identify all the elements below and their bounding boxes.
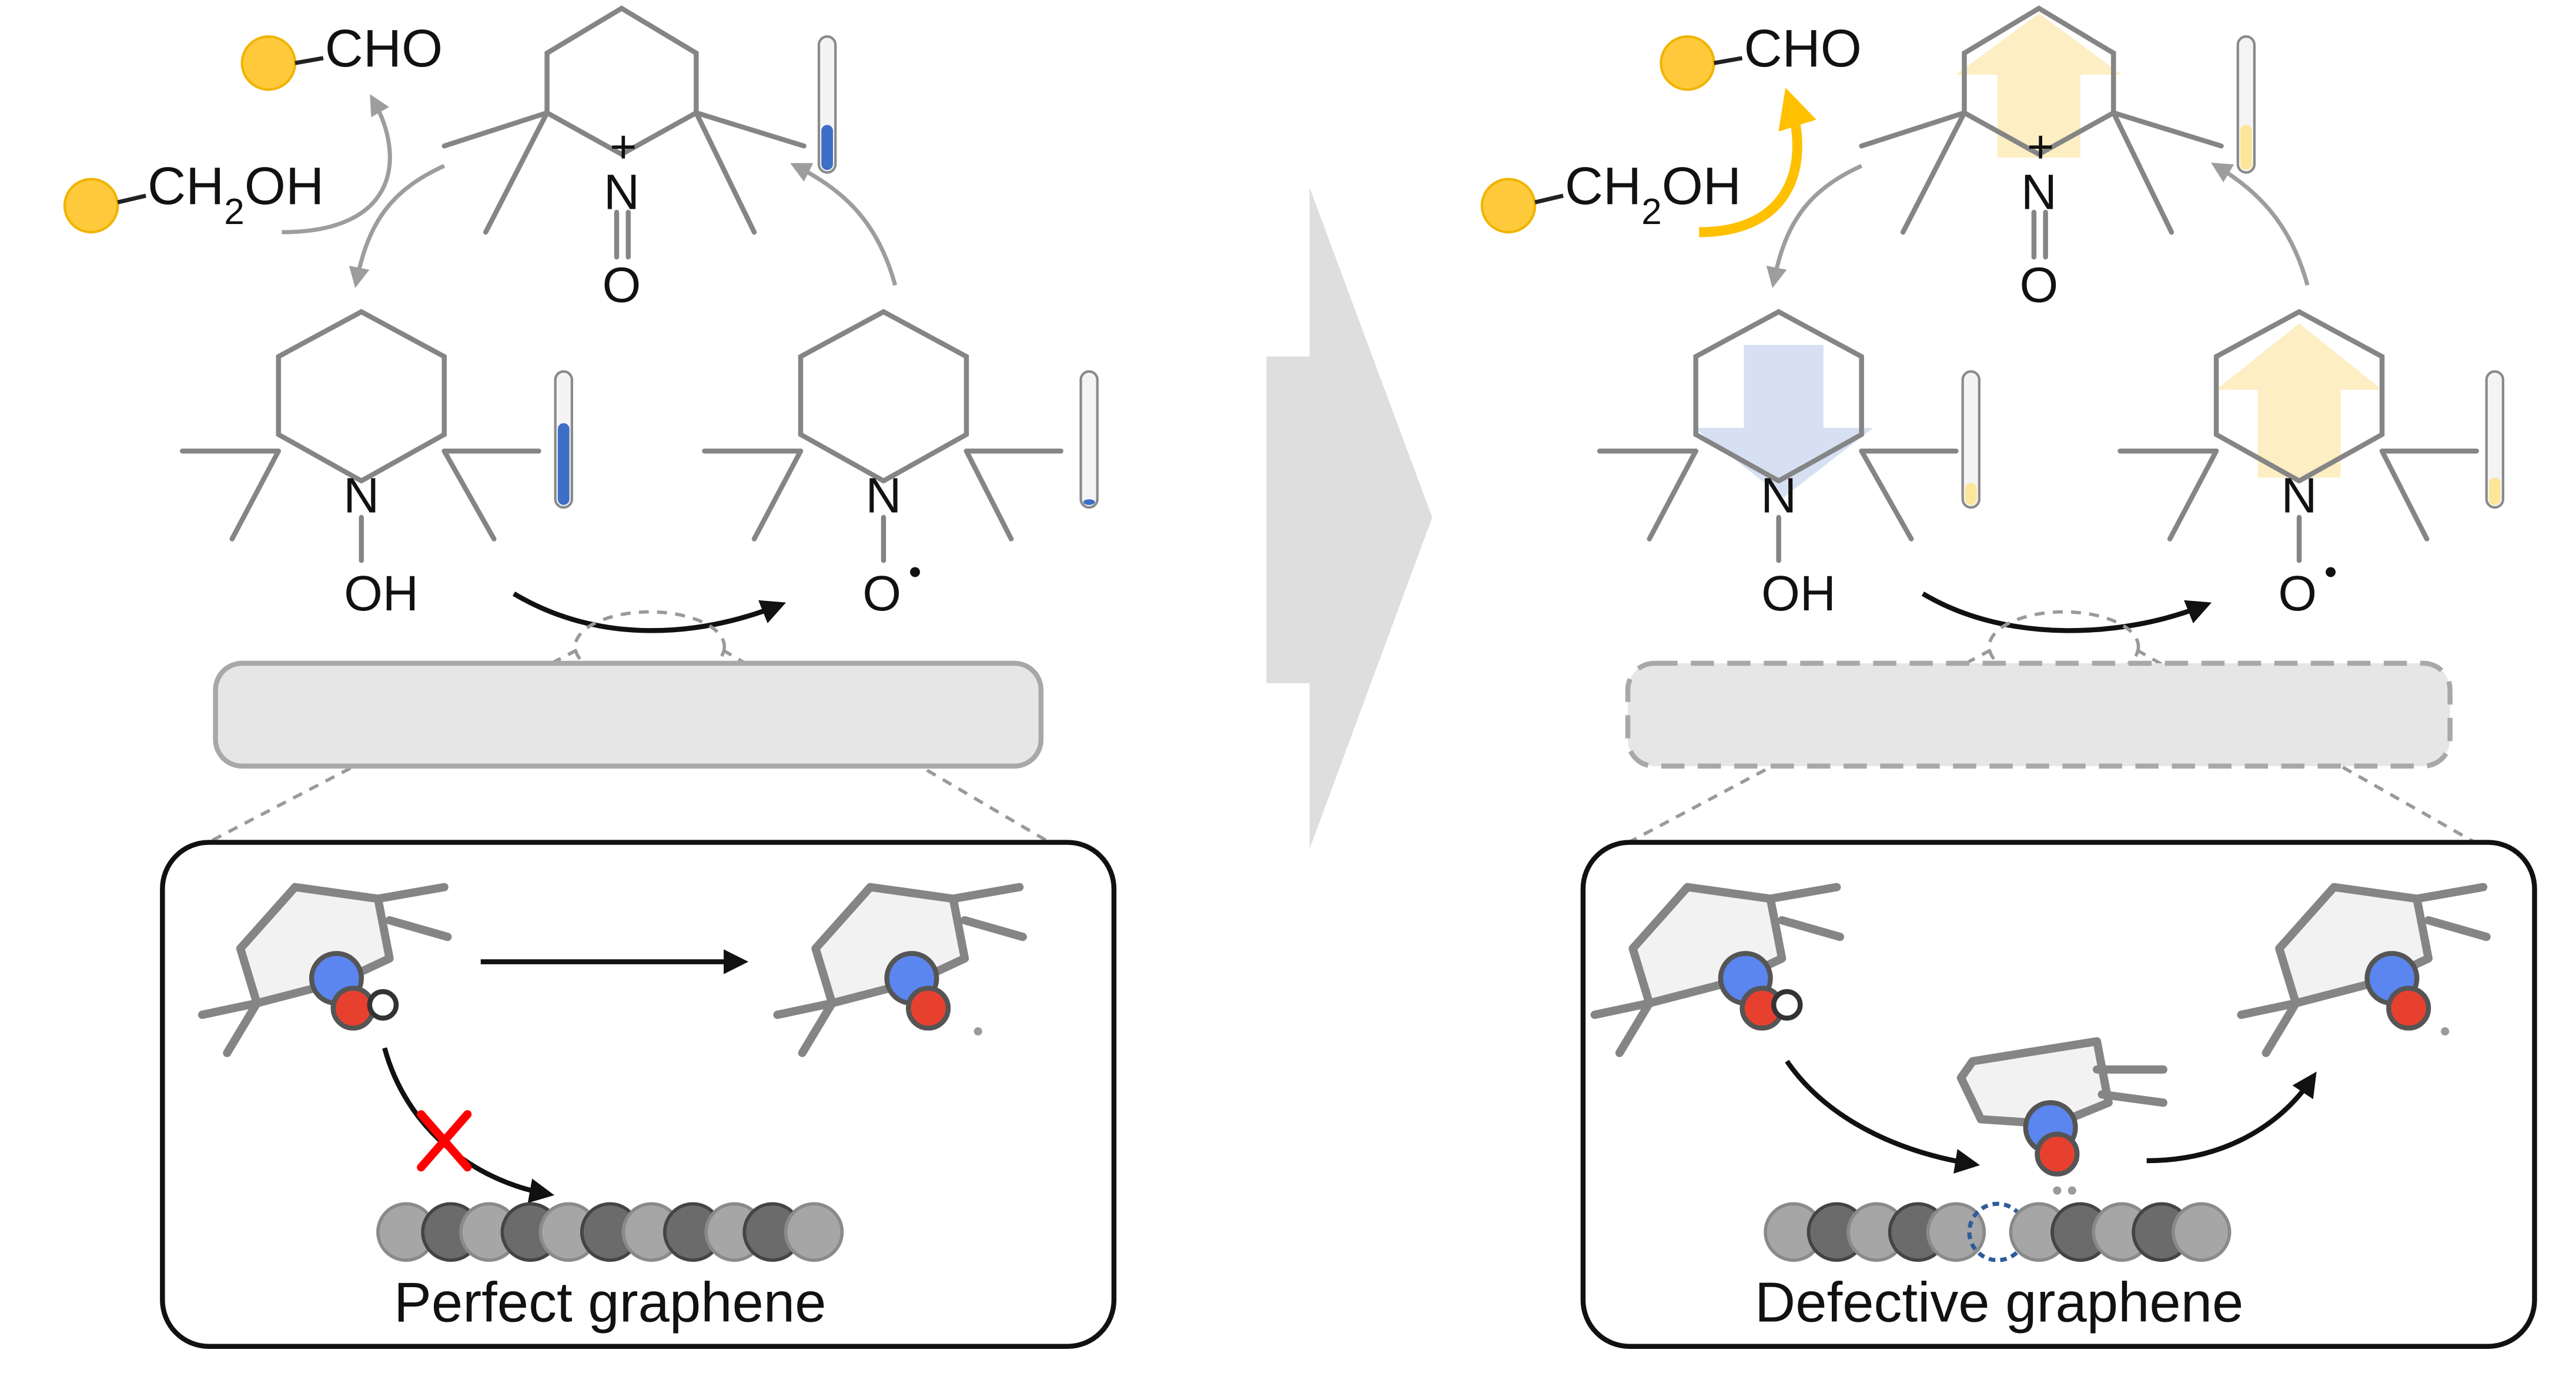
alcohol-label: CH2OH [1565,156,1741,232]
level-tube-fill [821,125,833,171]
transition-arrow [1266,187,1433,849]
level-tube-nitroxyl [1079,370,1099,509]
substrate-dot-aldehyde [240,35,297,91]
hydrogen-atom [1771,989,1803,1021]
radical-dot [910,567,920,577]
level-tube-fill [2488,477,2501,505]
catalytic-step-arrow [512,591,787,633]
adsorbed-nitroxyl-model [1956,1037,2167,1195]
level-tube-outline [1961,370,1980,509]
n-atom-label: N [343,467,379,523]
level-tube-fill [1083,499,1095,505]
positive-charge: + [610,121,637,172]
right-panel: CHO CH2OH N + O N OH [1480,5,2537,1349]
substrate-dot-aldehyde [1660,35,1715,91]
n-atom-label: N [2281,467,2317,523]
radical-dot [2326,567,2336,577]
oxoammonium-structure [1859,5,2224,260]
reoxidation-arrow [790,163,898,286]
oxygen-atom [2386,986,2431,1031]
blocked-cross-icon [417,1110,472,1172]
alcohol-label: CH2OH [148,156,324,232]
oh-group-label: OH [344,565,419,621]
aldehyde-label: CHO [1744,19,1861,78]
o-atom-label: O [2019,256,2058,312]
level-tube-outline [1079,370,1099,509]
oxygen-atom [2035,1131,2080,1177]
level-tube-hydroxylamine [554,370,573,509]
left-panel: CHO CH2OH N + O N OH [63,5,1117,1349]
graphene-support-bar-defective [1625,660,2453,769]
defective-graphene-label: Defective graphene [1755,1271,2243,1334]
reduction-arrow [349,163,446,288]
level-tube-oxoammonium [817,35,837,174]
nitroxyl-structure [2117,309,2480,563]
adsorption-arrow [1785,1060,1980,1174]
o-atom-label: O [862,565,901,621]
substrate-dot-alcohol [63,178,119,233]
n-atom-label: N [1761,467,1796,523]
substrate-dot-alcohol [1480,178,1537,233]
radical-dot [973,1027,982,1036]
hydroxylamine-structure [1597,309,1959,563]
zoom-region [573,610,727,683]
nitroxyl-structure [702,309,1063,563]
level-tube-fill [557,423,570,505]
radical-dot [2441,1027,2450,1036]
positive-charge: + [2027,121,2054,172]
nitroxyl-increase-arrow [2216,323,2383,478]
catalytic-step-arrow [1921,591,2212,633]
perfect-graphene-label: Perfect graphene [394,1271,826,1334]
oxoammonium-structure [441,5,807,260]
level-tube-oxoammonium [2236,35,2256,174]
perfect-graphene-layer [376,1202,844,1262]
level-tube-nitroxyl [2485,370,2505,509]
level-tube-fill [2240,125,2252,171]
level-tube-outline [2485,370,2505,509]
defective-graphene-layer [1764,1201,2232,1262]
hydroxylamine-model [198,883,452,1057]
o-atom-label: O [2278,565,2317,621]
reduction-arrow [1766,163,1863,288]
alcohol-oxidation-arrow [1699,88,1816,238]
nitroxyl-model [773,883,1027,1057]
hydroxylamine-structure [179,309,541,563]
zoom-region [1987,610,2140,683]
alcohol-oxidation-arrow [282,94,392,235]
aldehyde-label: CHO [325,19,443,78]
o-atom-label: O [603,256,641,312]
n-atom-label: N [604,163,640,219]
nitroxyl-model [2237,883,2491,1057]
graphene-support-bar [213,660,1044,769]
n-atom-label: N [865,467,901,523]
oxoammonium-increase-arrow [1956,13,2122,158]
hydroxylamine-model [1590,883,1845,1057]
reoxidation-arrow [2211,162,2310,286]
level-tube-hydroxylamine [1961,370,1980,509]
oxygen-atom [906,986,951,1031]
hydrogen-atom [367,989,399,1021]
desorption-arrow [2146,1071,2317,1164]
oxygen-atom [330,986,376,1031]
level-tube-fill [1965,483,1977,505]
n-atom-label: N [2021,163,2057,219]
oh-group-label: OH [1761,565,1836,621]
